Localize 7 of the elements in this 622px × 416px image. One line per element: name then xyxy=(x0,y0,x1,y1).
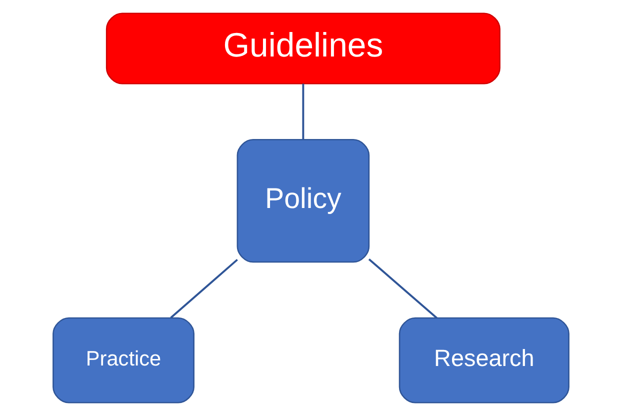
node-box: Guidelines xyxy=(106,12,500,84)
connector xyxy=(302,84,304,140)
connector xyxy=(368,258,438,319)
node-box: Policy xyxy=(236,139,370,263)
node-box: Practice xyxy=(52,317,194,404)
connector xyxy=(170,258,238,318)
node-box: Research xyxy=(398,317,570,404)
